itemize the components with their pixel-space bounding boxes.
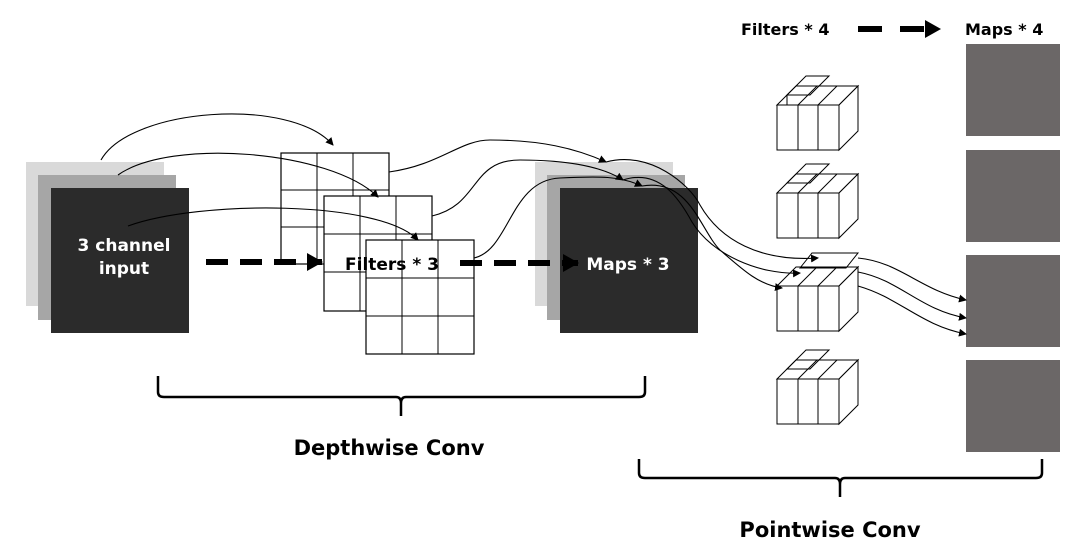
input-stack: 3 channel input — [26, 162, 189, 333]
depthwise-connections — [100, 113, 643, 259]
legend-maps-label: Maps * 4 — [965, 20, 1043, 39]
map-1 — [560, 188, 698, 333]
input-channel-1 — [51, 188, 189, 333]
pointwise-to-output-connections — [857, 257, 967, 337]
input-label-line1: 3 channel — [78, 236, 171, 256]
maps-to-pointwise-connections — [605, 159, 819, 292]
pointwise-output-maps — [966, 44, 1060, 452]
depthwise-label: Depthwise Conv — [294, 436, 485, 460]
filter-grid-3 — [365, 239, 475, 355]
input-label-line2: input — [99, 259, 149, 279]
flow-arrows — [206, 253, 579, 272]
maps-label: Maps * 3 — [586, 255, 669, 275]
pointwise-filters — [775, 75, 860, 426]
depthwise-maps-stack — [535, 162, 698, 333]
legend-filters-label: Filters * 4 — [741, 20, 829, 39]
output-map-2 — [966, 150, 1060, 242]
pointwise-filter-cube-2 — [775, 163, 860, 240]
pointwise-filter-cube-1 — [775, 75, 860, 152]
output-map-3 — [966, 255, 1060, 347]
pointwise-brace — [637, 459, 1044, 497]
filters-label: Filters * 3 — [345, 255, 439, 275]
pointwise-label: Pointwise Conv — [739, 518, 920, 542]
pointwise-filter-cube-4 — [775, 349, 860, 426]
output-map-1 — [966, 44, 1060, 136]
pointwise-filter-cube-3 — [775, 252, 860, 333]
output-map-4 — [966, 360, 1060, 452]
depthwise-filters — [280, 152, 475, 355]
legend: Filters * 4 Maps * 4 — [741, 20, 1043, 39]
depthwise-brace — [156, 376, 647, 416]
